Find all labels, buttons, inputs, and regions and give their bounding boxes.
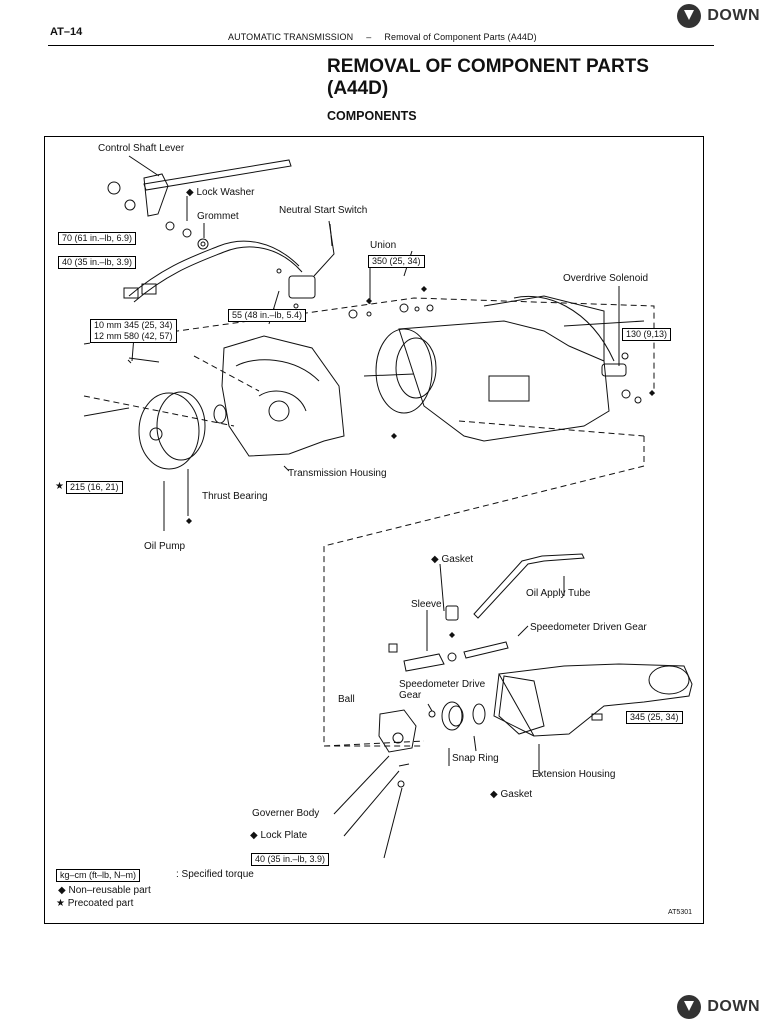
control-shaft-lever-drawing — [107, 159, 292, 250]
transmission-housing-drawing — [221, 335, 345, 457]
gasket-top-text: Gasket — [441, 554, 474, 565]
label-gasket-top: ◆ Gasket — [431, 554, 473, 565]
title-line-2: (A44D) — [327, 78, 389, 99]
leader-lines — [127, 155, 620, 859]
diamond-icon: ◆ — [250, 830, 258, 841]
drive-gear-line-2: Gear — [399, 690, 422, 701]
extension-housing-drawing — [493, 663, 693, 737]
section-subtitle: COMPONENTS — [327, 109, 417, 123]
diamond-icon: ◆ — [431, 554, 439, 565]
diamond-icon: ◆ — [186, 187, 194, 198]
torque-box-130: 130 (9,13) — [622, 328, 672, 341]
label-snap-ring: Snap Ring — [452, 753, 499, 764]
torque-box-40-lever: 40 (35 in.–lb, 3.9) — [58, 256, 137, 269]
speedometer-drive-gear-drawing — [428, 701, 486, 731]
label-speedometer-driven-gear: Speedometer Driven Gear — [530, 622, 647, 633]
label-overdrive-solenoid: Overdrive Solenoid — [563, 273, 649, 284]
label-ball: Ball — [338, 694, 355, 705]
star-icon: ★ — [56, 898, 65, 909]
diamond-icon: ◆ — [490, 789, 498, 800]
legend-nonreusable: ◆ Non–reusable part — [58, 885, 151, 896]
rear-gasket-drawing — [498, 675, 545, 735]
download-arrow-icon — [677, 995, 702, 1019]
diamond-icon: ◆ — [58, 885, 66, 896]
torque-box-bolts: 10 mm 345 (25, 34) 12 mm 580 (42, 57) — [90, 319, 177, 343]
drive-gear-line-1: Speedometer Drive — [399, 679, 486, 690]
page-number: AT–14 — [50, 26, 83, 38]
label-grommet: Grommet — [197, 211, 239, 222]
torque-box-70: 70 (61 in.–lb, 6.9) — [58, 232, 137, 245]
legend-unit-box: kg–cm (ft–lb, N–m) — [56, 869, 141, 882]
label-gasket-bottom: ◆ Gasket — [490, 789, 532, 800]
label-lock-washer: ◆ Lock Washer — [186, 187, 254, 198]
non-reusable-markers — [186, 286, 655, 638]
label-neutral-start-switch: Neutral Start Switch — [279, 205, 368, 216]
gasket-bottom-text: Gasket — [500, 789, 533, 800]
legend-specified-torque: : Specified torque — [176, 869, 254, 880]
components-figure — [44, 136, 704, 924]
oil-apply-tube-drawing — [445, 553, 585, 621]
label-speedometer-drive-gear: Speedometer Drive Gear — [399, 679, 485, 701]
torque-box-40-governor: 40 (35 in.–lb, 3.9) — [251, 853, 330, 866]
title-line-1: REMOVAL OF COMPONENT PARTS — [327, 56, 649, 77]
label-transmission-housing: Transmission Housing — [288, 468, 387, 479]
precoated-star-icon: ★ — [55, 481, 64, 492]
download-logo-top[interactable]: DOWN — [677, 4, 760, 28]
label-lock-plate: ◆ Lock Plate — [250, 830, 307, 841]
header-rule — [48, 45, 714, 46]
union-drawing — [348, 303, 434, 319]
page-title: REMOVAL OF COMPONENT PARTS (A44D) — [327, 56, 649, 100]
label-control-shaft-lever: Control Shaft Lever — [98, 143, 185, 154]
topic-name: Removal of Component Parts (A44D) — [384, 32, 537, 42]
torque-12mm: 12 mm 580 (42, 57) — [94, 331, 173, 341]
assembly-guide-lines — [83, 297, 655, 747]
torque-box-55: 55 (48 in.–lb, 5.4) — [228, 309, 307, 322]
torque-box-350: 350 (25, 34) — [368, 255, 425, 268]
gearbox-drawing — [363, 295, 645, 442]
figure-code: AT5301 — [668, 909, 692, 916]
oil-pump-drawing — [83, 357, 227, 470]
running-header: AUTOMATIC TRANSMISSION – Removal of Comp… — [228, 32, 537, 42]
torque-10mm: 10 mm 345 (25, 34) — [94, 320, 173, 330]
speedometer-driven-gear-drawing — [388, 641, 509, 672]
label-oil-pump: Oil Pump — [144, 541, 186, 552]
download-arrow-icon — [677, 4, 702, 28]
header-dash: – — [366, 32, 372, 42]
exploded-view-drawing — [83, 155, 693, 859]
precoated-text: Precoated part — [67, 898, 134, 909]
torque-box-345: 345 (25, 34) — [626, 711, 683, 724]
download-logo-bottom[interactable]: DOWN — [677, 995, 760, 1019]
legend-precoated: ★ Precoated part — [56, 898, 133, 909]
label-thrust-bearing: Thrust Bearing — [202, 491, 268, 502]
label-union: Union — [370, 240, 397, 251]
label-sleeve: Sleeve — [411, 599, 442, 610]
torque-box-215: 215 (16, 21) — [66, 481, 123, 494]
neutral-start-switch-drawing — [123, 220, 335, 309]
label-extension-housing: Extension Housing — [532, 769, 616, 780]
lock-washer-text: Lock Washer — [196, 187, 255, 198]
label-oil-apply-tube: Oil Apply Tube — [526, 588, 591, 599]
overdrive-solenoid-drawing — [513, 295, 642, 404]
nonreusable-text: Non–reusable part — [68, 885, 151, 896]
lock-plate-text: Lock Plate — [260, 830, 308, 841]
section-name: AUTOMATIC TRANSMISSION — [228, 32, 354, 42]
logo-word: DOWN — [707, 998, 760, 1015]
label-governer-body: Governer Body — [252, 808, 320, 819]
governer-body-drawing — [378, 709, 417, 788]
logo-word: DOWN — [707, 7, 760, 24]
